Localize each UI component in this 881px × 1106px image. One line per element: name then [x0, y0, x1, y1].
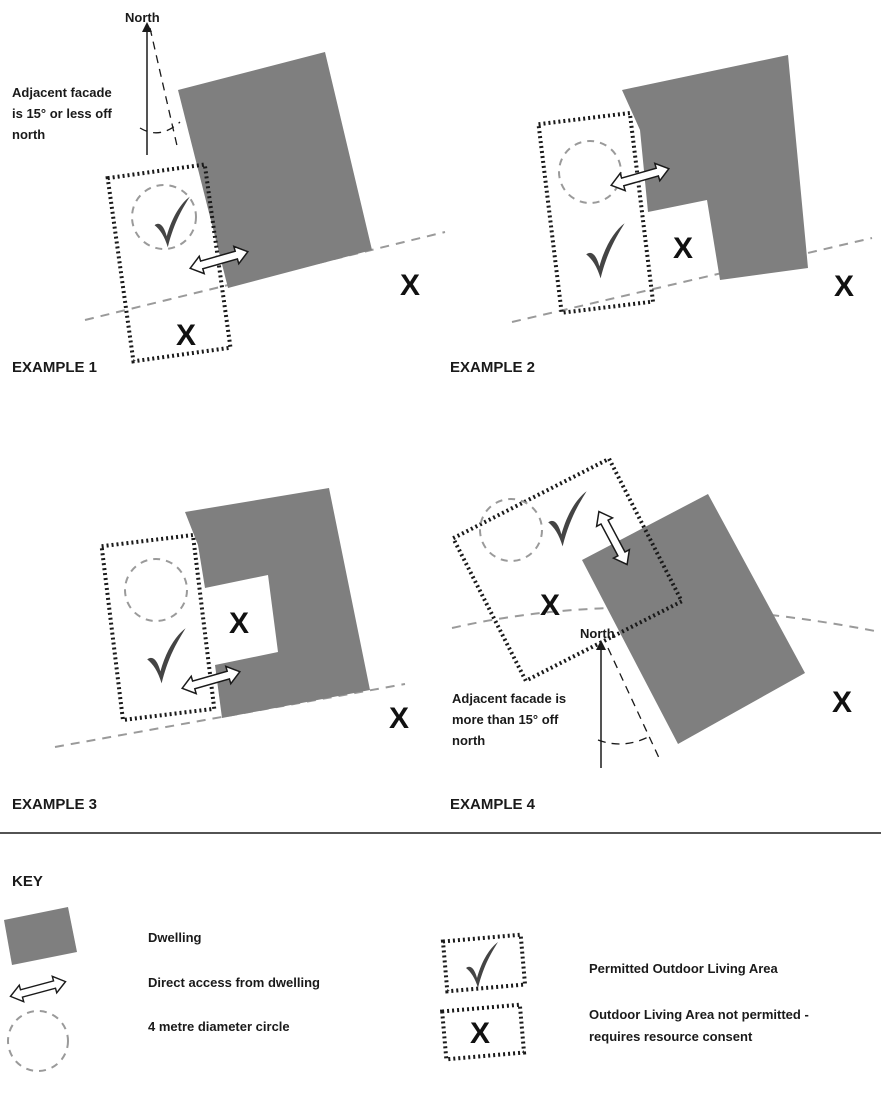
- example-label: EXAMPLE 4: [450, 796, 536, 813]
- facade-line: [149, 27, 179, 151]
- key-legend: KEY Dwelling Direct access from dwelling…: [4, 873, 809, 1072]
- outdoor-area-boundary: [450, 456, 685, 684]
- example-2: X X EXAMPLE 2: [450, 55, 873, 376]
- facade-note-line: Adjacent facade is: [452, 691, 566, 706]
- key-label-access: Direct access from dwelling: [148, 975, 320, 990]
- x-mark: X: [540, 589, 560, 622]
- dwelling: [185, 488, 370, 718]
- x-mark: X: [229, 607, 249, 640]
- permitted-tick-icon: [147, 628, 186, 684]
- facade-note-line: more than 15° off: [452, 712, 559, 727]
- x-mark: X: [673, 232, 693, 265]
- dashed-circle: [124, 558, 188, 622]
- permitted-tick-icon: [466, 942, 498, 988]
- double-arrow-icon: [7, 972, 69, 1006]
- permitted-tick-icon: [586, 223, 625, 279]
- dashed-circle: [131, 184, 197, 250]
- example-label: EXAMPLE 1: [12, 359, 97, 376]
- example-3: X X EXAMPLE 3: [12, 488, 409, 813]
- dashed-circle: [479, 498, 543, 562]
- key-title: KEY: [12, 873, 43, 890]
- angle-arc: [597, 734, 653, 745]
- x-mark: X: [389, 702, 409, 735]
- x-mark: X: [834, 270, 854, 303]
- ground-line: [84, 231, 446, 321]
- angle-arc: [139, 121, 181, 134]
- permitted-area-icon: [440, 932, 528, 994]
- dwelling: [178, 52, 372, 288]
- outdoor-area-boundary: [99, 532, 217, 723]
- example-label: EXAMPLE 3: [12, 796, 97, 813]
- key-label-circle: 4 metre diameter circle: [148, 1019, 290, 1034]
- facade-note-line: north: [12, 127, 45, 142]
- outdoor-area-boundary: [536, 110, 656, 316]
- key-label-not-permitted: requires resource consent: [589, 1029, 753, 1044]
- x-mark: X: [832, 686, 852, 719]
- north-arrowhead-icon: [596, 640, 606, 650]
- ground-line: [511, 237, 873, 323]
- x-mark: X: [470, 1017, 490, 1050]
- facade-note-line: Adjacent facade: [12, 85, 112, 100]
- example-label: EXAMPLE 2: [450, 359, 535, 376]
- key-label-not-permitted: Outdoor Living Area not permitted -: [589, 1007, 809, 1022]
- facade-note-line: is 15° or less off: [12, 106, 113, 121]
- north-arrowhead-icon: [142, 22, 152, 32]
- x-mark: X: [400, 269, 420, 302]
- dwelling-swatch: [4, 907, 77, 965]
- permitted-tick-icon: [548, 491, 587, 547]
- example-1: X X North Adjacent facade is 15° or less…: [12, 10, 446, 376]
- example-4: X X North Adjacent facade is more than 1…: [450, 456, 881, 813]
- not-permitted-area-icon: [439, 1002, 527, 1062]
- ground-line: [451, 606, 881, 633]
- dashed-circle: [558, 140, 622, 204]
- dwelling: [582, 494, 805, 744]
- permitted-tick-icon: [154, 196, 190, 248]
- key-label-dwelling: Dwelling: [148, 930, 202, 945]
- key-label-permitted: Permitted Outdoor Living Area: [589, 961, 779, 976]
- x-mark: X: [176, 319, 196, 352]
- north-label: North: [125, 10, 160, 25]
- north-label: North: [580, 626, 615, 641]
- facade-note-line: north: [452, 733, 485, 748]
- facade-line: [607, 647, 661, 761]
- dwelling: [622, 55, 808, 280]
- dashed-circle-icon: [7, 1010, 69, 1072]
